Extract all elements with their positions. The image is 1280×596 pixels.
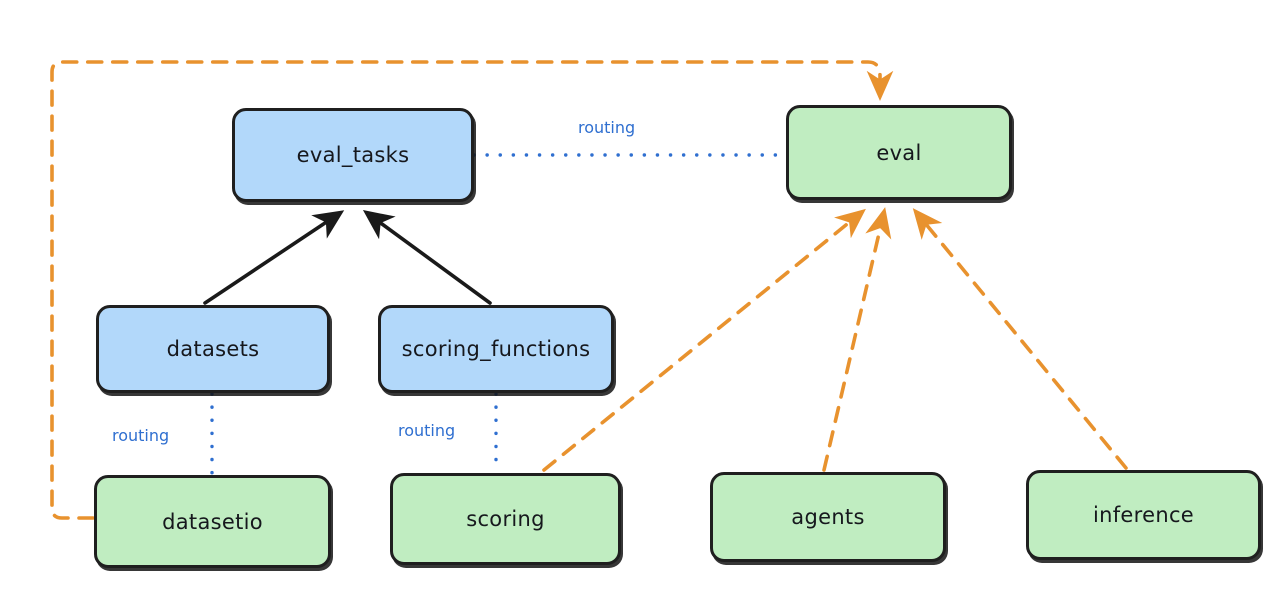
node-eval-label: eval: [876, 140, 922, 165]
edge-agents-to-eval: [822, 207, 892, 472]
node-datasetio[interactable]: datasetio: [94, 475, 331, 568]
node-scoring-label: scoring: [466, 507, 545, 531]
node-inference-label: inference: [1092, 503, 1195, 527]
edge-datasets-to-eval-tasks: [203, 210, 345, 305]
node-scoring-functions-label: scoring_functions: [401, 337, 591, 361]
node-agents[interactable]: agents: [710, 472, 946, 562]
edge-label-routing-eval: routing: [578, 118, 636, 137]
node-datasetio-label: datasetio: [162, 509, 263, 534]
edge-scoring-functions-to-eval-tasks: [362, 210, 492, 305]
node-eval-tasks[interactable]: eval_tasks: [232, 108, 474, 202]
node-datasets-label: datasets: [166, 337, 260, 361]
edge-label-routing-scoring: routing: [398, 421, 456, 440]
node-scoring-functions[interactable]: scoring_functions: [378, 305, 614, 393]
edge-label-routing-datasets: routing: [112, 426, 170, 445]
node-eval-tasks-label: eval_tasks: [296, 143, 410, 167]
node-eval[interactable]: eval: [786, 105, 1012, 200]
node-scoring[interactable]: scoring: [390, 473, 621, 565]
node-agents-label: agents: [791, 505, 865, 529]
edge-inference-to-eval: [912, 208, 1128, 470]
node-datasets[interactable]: datasets: [96, 305, 330, 393]
node-inference[interactable]: inference: [1026, 470, 1261, 560]
